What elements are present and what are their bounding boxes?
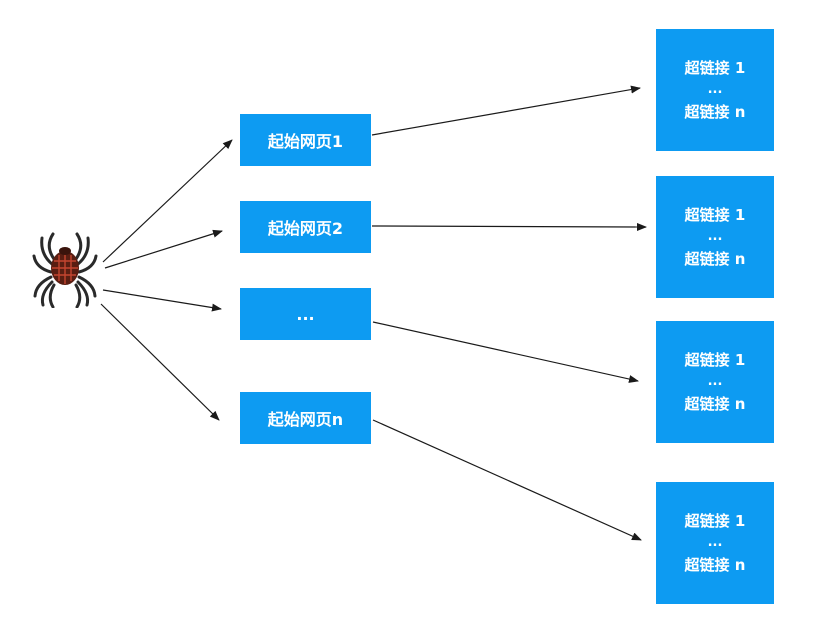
arrow-spider-to-start-2 <box>104 229 223 269</box>
start-page-ellipsis-label: ... <box>296 304 315 324</box>
spider-icon <box>32 232 98 308</box>
hyperlink-ellipsis: ... <box>707 534 723 550</box>
arrow-spider-to-start-1 <box>102 139 233 263</box>
start-page-2-label: 起始网页2 <box>267 219 344 238</box>
hyperlink-last: 超链接 n <box>684 102 746 121</box>
hyperlink-last: 超链接 n <box>684 394 746 413</box>
hyperlink-first: 超链接 1 <box>684 511 746 530</box>
arrow-start-4-to-links-4 <box>372 419 642 541</box>
arrow-start-1-to-links-1 <box>371 85 641 136</box>
hyperlink-last: 超链接 n <box>684 555 746 574</box>
hyperlink-group-4: 超链接 1 ... 超链接 n <box>656 482 774 604</box>
arrow-start-2-to-links-2 <box>371 222 647 231</box>
start-page-2: 起始网页2 <box>240 201 371 253</box>
start-page-n-label: 起始网页n <box>267 410 344 429</box>
hyperlink-last: 超链接 n <box>684 249 746 268</box>
start-page-1-label: 起始网页1 <box>267 132 344 151</box>
hyperlink-group-3: 超链接 1 ... 超链接 n <box>656 321 774 443</box>
start-page-ellipsis: ... <box>240 288 371 340</box>
hyperlink-ellipsis: ... <box>707 373 723 389</box>
arrow-start-3-to-links-3 <box>372 321 639 383</box>
arrow-spider-to-start-4 <box>100 303 220 421</box>
hyperlink-ellipsis: ... <box>707 81 723 97</box>
hyperlink-group-2: 超链接 1 ... 超链接 n <box>656 176 774 298</box>
hyperlink-ellipsis: ... <box>707 228 723 244</box>
hyperlink-first: 超链接 1 <box>684 350 746 369</box>
start-page-n: 起始网页n <box>240 392 371 444</box>
arrow-spider-to-start-3 <box>102 289 222 312</box>
hyperlink-first: 超链接 1 <box>684 205 746 224</box>
start-page-1: 起始网页1 <box>240 114 371 166</box>
hyperlink-first: 超链接 1 <box>684 58 746 77</box>
hyperlink-group-1: 超链接 1 ... 超链接 n <box>656 29 774 151</box>
